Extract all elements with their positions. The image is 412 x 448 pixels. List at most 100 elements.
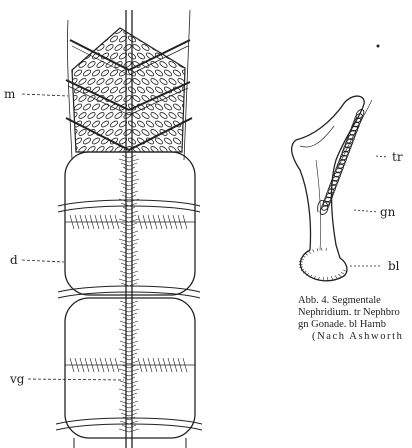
bristle	[138, 215, 140, 222]
muscle-cell	[190, 86, 199, 94]
muscle-cell	[132, 26, 141, 34]
bristle	[120, 191, 129, 194]
bristle	[119, 409, 129, 412]
bristle	[168, 358, 170, 365]
muscle-cell	[168, 26, 177, 34]
muscle-cell	[55, 103, 64, 111]
label-d: d	[10, 253, 64, 267]
muscle-cell	[195, 128, 204, 136]
muscle-cell	[168, 77, 177, 85]
muscle-cell	[73, 103, 82, 111]
muscle-cell	[60, 145, 69, 153]
bristle	[129, 211, 138, 214]
bristle	[129, 159, 139, 162]
muscle-cell	[109, 18, 118, 26]
muscle-cell	[168, 94, 177, 102]
muscle-cell	[114, 43, 123, 51]
muscle-cell	[141, 77, 150, 85]
bristle	[121, 183, 129, 186]
bristle	[185, 365, 187, 372]
muscle-cell	[91, 137, 100, 145]
cilium	[338, 274, 340, 276]
bristle	[100, 215, 102, 222]
svg-text:d: d	[10, 253, 18, 267]
muscle-cell	[195, 77, 204, 85]
bristle	[129, 429, 139, 432]
bristle	[90, 358, 92, 365]
bristle	[138, 358, 140, 365]
svg-text:tr: tr	[392, 150, 403, 164]
bristle	[82, 365, 84, 372]
caption-line-4: (Nach Ashworth	[298, 331, 412, 343]
muscle-cell	[190, 137, 199, 145]
bristle	[102, 222, 104, 229]
bristle	[95, 358, 97, 365]
muscle-cell	[132, 77, 141, 85]
bristle	[129, 251, 138, 254]
bristle	[120, 171, 129, 174]
muscle-cell	[78, 60, 87, 68]
bristle	[120, 401, 129, 404]
muscle-cell	[136, 120, 145, 128]
bristle	[160, 222, 162, 229]
bristle	[150, 222, 152, 229]
muscle-cell	[114, 77, 123, 85]
bristle	[112, 222, 114, 229]
muscle-cell	[195, 43, 204, 51]
muscle-cell	[91, 103, 100, 111]
bristle	[95, 215, 97, 222]
bristle	[129, 373, 137, 376]
bristle	[119, 309, 129, 312]
cilium	[341, 272, 344, 274]
bristle	[173, 358, 175, 365]
muscle-cell	[177, 111, 186, 119]
bristle	[143, 215, 145, 222]
muscle-cell	[78, 128, 87, 136]
label-gn: gn	[354, 205, 396, 219]
bristle	[129, 271, 138, 274]
bristle	[140, 222, 142, 229]
muscle-cell	[154, 86, 163, 94]
bristle	[121, 263, 129, 266]
bristle	[120, 211, 129, 214]
muscle-cell	[168, 111, 177, 119]
muscle-cell	[150, 26, 159, 34]
muscle-cell	[73, 52, 82, 60]
bristle	[92, 222, 94, 229]
label-m: m	[4, 87, 68, 101]
bristle	[129, 301, 138, 304]
muscle-cell	[123, 128, 132, 136]
muscle-cell	[163, 35, 172, 43]
bristle	[120, 381, 129, 384]
label-vg: vg	[9, 372, 124, 386]
caption-line-3: gn Gonade. bl Harnb	[298, 319, 412, 331]
muscle-cell	[141, 128, 150, 136]
muscle-cell	[159, 26, 168, 34]
muscle-cell	[82, 137, 91, 145]
bristle	[129, 389, 139, 392]
bristle	[119, 159, 129, 162]
svg-text:vg: vg	[9, 372, 25, 386]
bristle	[129, 313, 137, 316]
label-tr: tr	[376, 150, 403, 164]
bristle	[102, 365, 104, 372]
bristle	[120, 251, 129, 254]
bristle	[85, 358, 87, 365]
bristle	[163, 215, 165, 222]
muscle-cell	[87, 77, 96, 85]
muscle-cell	[69, 26, 78, 34]
bristle	[100, 358, 102, 365]
bristle	[119, 239, 129, 242]
bristle	[129, 329, 139, 332]
muscle-cell	[55, 35, 64, 43]
muscle-cell	[163, 18, 172, 26]
muscle-cell	[190, 35, 199, 43]
muscle-cell	[190, 103, 199, 111]
bristle	[90, 215, 92, 222]
bristle	[87, 365, 89, 372]
muscle-cell	[100, 120, 109, 128]
bristle	[70, 358, 72, 365]
muscle-cell	[69, 60, 78, 68]
muscle-cell	[190, 52, 199, 60]
bristle	[121, 413, 129, 416]
